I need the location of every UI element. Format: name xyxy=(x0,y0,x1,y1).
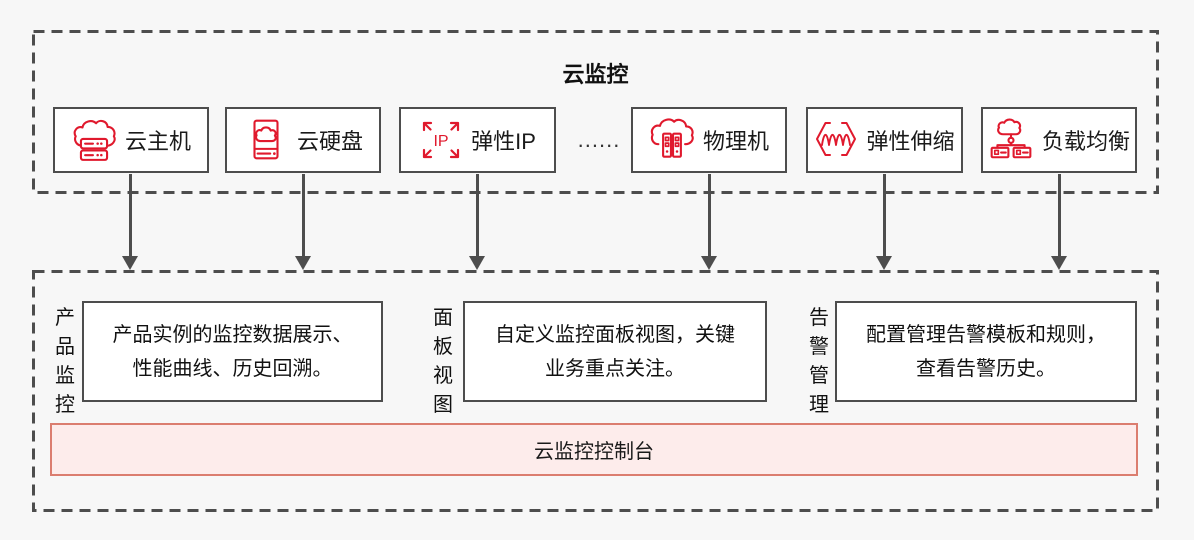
cloud-disk-icon xyxy=(243,117,289,163)
console-bar: 云监控控制台 xyxy=(50,423,1138,476)
flow-arrow-line xyxy=(129,174,132,258)
section-label-panel-view: 面 板 视 图 xyxy=(433,307,453,416)
flow-arrow-head xyxy=(1051,256,1067,270)
node-label: 物理机 xyxy=(702,129,769,154)
node-cloud-disk: 云硬盘 xyxy=(225,107,381,173)
ellipsis-dots: ...... xyxy=(577,127,621,152)
node-physical-machine: 物理机 xyxy=(631,107,787,173)
node-label: 弹性伸缩 xyxy=(866,129,955,154)
flow-arrow-head xyxy=(295,256,311,270)
load-balancer-icon xyxy=(988,117,1034,163)
cloud-monitor-title: 云监控 xyxy=(562,62,629,87)
node-label: 云主机 xyxy=(124,129,191,154)
node-cloud-host: 云主机 xyxy=(53,107,209,173)
flow-arrow-line xyxy=(883,174,886,258)
svg-text:IP: IP xyxy=(434,133,449,150)
elastic-ip-icon: IP xyxy=(419,118,463,162)
node-load-balancer: 负载均衡 xyxy=(981,107,1137,173)
physical-machine-icon xyxy=(649,117,695,163)
flow-arrow-line xyxy=(1058,174,1061,258)
section-label-product-monitoring: 产 品 监 控 xyxy=(55,307,75,416)
cloud-host-icon xyxy=(71,117,117,163)
auto-scaling-icon xyxy=(814,118,858,162)
alarm-management-description: 配置管理告警模板和规则， 查看告警历史。 xyxy=(835,301,1137,402)
node-auto-scaling: 弹性伸缩 xyxy=(806,107,963,173)
node-elastic-ip: IP 弹性IP xyxy=(399,107,556,173)
flow-arrow-head xyxy=(122,256,138,270)
console-bar-label: 云监控控制台 xyxy=(534,441,654,463)
flow-arrow-head xyxy=(701,256,717,270)
flow-arrow-line xyxy=(302,174,305,258)
section-label-alarm-management: 告 警 管 理 xyxy=(809,307,829,416)
node-label: 负载均衡 xyxy=(1041,129,1130,154)
flow-arrow-line xyxy=(476,174,479,258)
node-label: 弹性IP xyxy=(471,129,536,154)
node-label: 云硬盘 xyxy=(296,129,363,154)
flow-arrow-head xyxy=(469,256,485,270)
panel-view-description: 自定义监控面板视图，关键 业务重点关注。 xyxy=(463,301,767,402)
product-monitoring-description: 产品实例的监控数据展示、 性能曲线、历史回溯。 xyxy=(82,301,383,402)
flow-arrow-line xyxy=(708,174,711,258)
flow-arrow-head xyxy=(876,256,892,270)
